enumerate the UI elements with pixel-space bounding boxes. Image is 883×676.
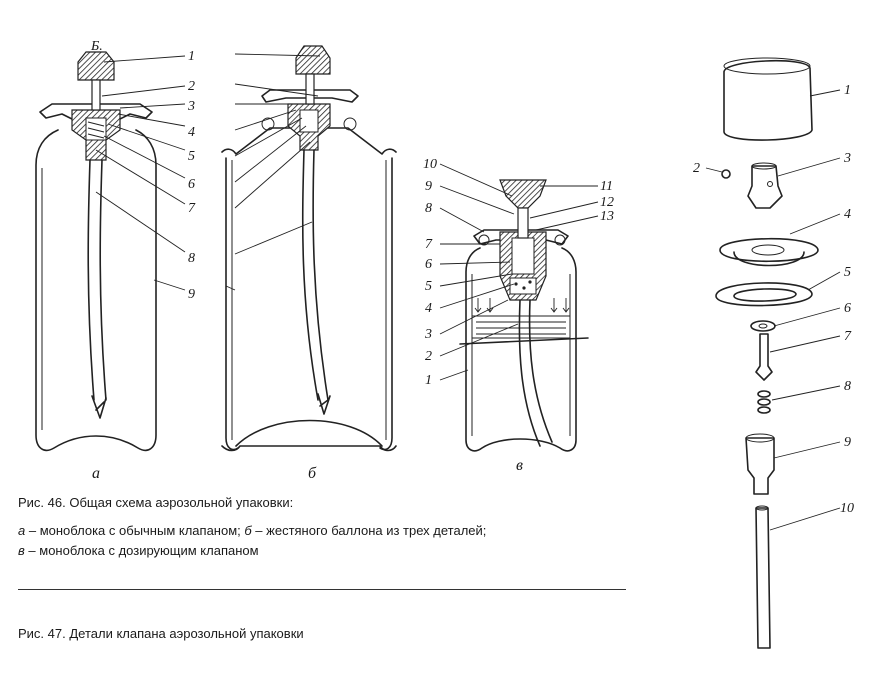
liquid-level bbox=[471, 315, 571, 339]
tag-a-b: Б. bbox=[90, 39, 103, 54]
callout-ex-10: 10 bbox=[840, 501, 854, 516]
actuator-b bbox=[295, 45, 331, 75]
part-actuator bbox=[747, 165, 783, 209]
callout-v-2: 2 bbox=[425, 349, 432, 364]
dip-tube-b bbox=[301, 149, 329, 401]
fig46-text-a: – моноблока с обычным клапаном; bbox=[25, 523, 245, 538]
dip-tube-v bbox=[518, 299, 553, 447]
fig46-caption-title: Рис. 46. Общая схема аэрозольной упаковк… bbox=[18, 495, 294, 510]
subfigure-label-b: б bbox=[308, 465, 317, 482]
callout-v-13: 13 bbox=[600, 209, 614, 224]
can-b-outline bbox=[225, 157, 393, 451]
part-housing bbox=[745, 437, 775, 495]
callout-ex-5: 5 bbox=[844, 265, 851, 280]
dip-tube-a bbox=[87, 159, 107, 401]
can-b-bottom-dome bbox=[235, 419, 383, 447]
diagram-v-metering-valve bbox=[459, 179, 589, 452]
fig47-caption-title: Рис. 47. Детали клапана аэрозольной упак… bbox=[18, 626, 304, 641]
leader-lines bbox=[95, 53, 841, 531]
subfigure-label-v: в bbox=[516, 457, 523, 474]
callout-a-2: 2 bbox=[188, 79, 195, 94]
bottle-a-cup bbox=[39, 103, 153, 123]
part-ball-small bbox=[721, 169, 731, 179]
callout-ex-6: 6 bbox=[844, 301, 851, 316]
callout-v-8: 8 bbox=[425, 201, 432, 216]
callout-a-5: 5 bbox=[188, 149, 195, 164]
callout-ex-4: 4 bbox=[844, 207, 851, 222]
callout-ex-3: 3 bbox=[843, 151, 851, 166]
callout-a-4: 4 bbox=[188, 125, 195, 140]
callout-v-7: 7 bbox=[425, 237, 433, 252]
callout-v-5: 5 bbox=[425, 279, 432, 294]
callout-a-1: 1 bbox=[188, 49, 195, 64]
callout-v-1: 1 bbox=[425, 373, 432, 388]
callout-v-4: 4 bbox=[425, 301, 432, 316]
callout-v-6: 6 bbox=[425, 257, 432, 272]
callout-a-7: 7 bbox=[188, 201, 196, 216]
subfigure-label-a: а bbox=[92, 465, 100, 482]
part-washer bbox=[750, 320, 776, 332]
part-mounting-cup bbox=[719, 237, 819, 263]
part-dip-tube bbox=[755, 507, 771, 649]
callout-v-11: 11 bbox=[600, 179, 613, 194]
callout-v-10: 10 bbox=[423, 157, 437, 172]
callout-ex-1: 1 bbox=[844, 83, 851, 98]
callout-v-9: 9 bbox=[425, 179, 432, 194]
callout-a-3: 3 bbox=[187, 99, 195, 114]
callout-a-6: 6 bbox=[188, 177, 195, 192]
fig46-letter-v: в bbox=[18, 543, 25, 558]
fig46-letter-a: а bbox=[18, 523, 26, 538]
actuator-a bbox=[77, 51, 115, 81]
fig46-text-v: – моноблока с дозирующим клапаном bbox=[24, 543, 259, 558]
callout-ex-8: 8 bbox=[844, 379, 851, 394]
callout-ex-9: 9 bbox=[844, 435, 851, 450]
callout-v-12: 12 bbox=[600, 195, 614, 210]
callout-a-8: 8 bbox=[188, 251, 195, 266]
fig46-caption-line2: в – моноблока с дозирующим клапаном bbox=[18, 543, 259, 558]
part-gasket bbox=[715, 282, 813, 307]
fig46-letter-b: б bbox=[244, 523, 252, 538]
callout-ex-2: 2 bbox=[693, 161, 700, 176]
part-stem bbox=[755, 333, 773, 381]
callout-v-3: 3 bbox=[424, 327, 432, 342]
exploded-valve-parts bbox=[715, 57, 819, 649]
diagram-a-monoblock-standard-valve bbox=[35, 51, 157, 452]
part-cap bbox=[723, 60, 813, 141]
fig46-text-b: – жестяного баллона из трех деталей; bbox=[251, 523, 487, 538]
caption-divider bbox=[18, 589, 626, 590]
part-spring bbox=[757, 390, 771, 414]
callout-a-9: 9 bbox=[188, 287, 195, 302]
callout-ex-7: 7 bbox=[844, 329, 852, 344]
bottle-v-outline bbox=[465, 247, 577, 452]
bottle-a-outline bbox=[35, 129, 157, 452]
fig46-caption-line1: а – моноблока с обычным клапаном; б – же… bbox=[18, 523, 486, 538]
